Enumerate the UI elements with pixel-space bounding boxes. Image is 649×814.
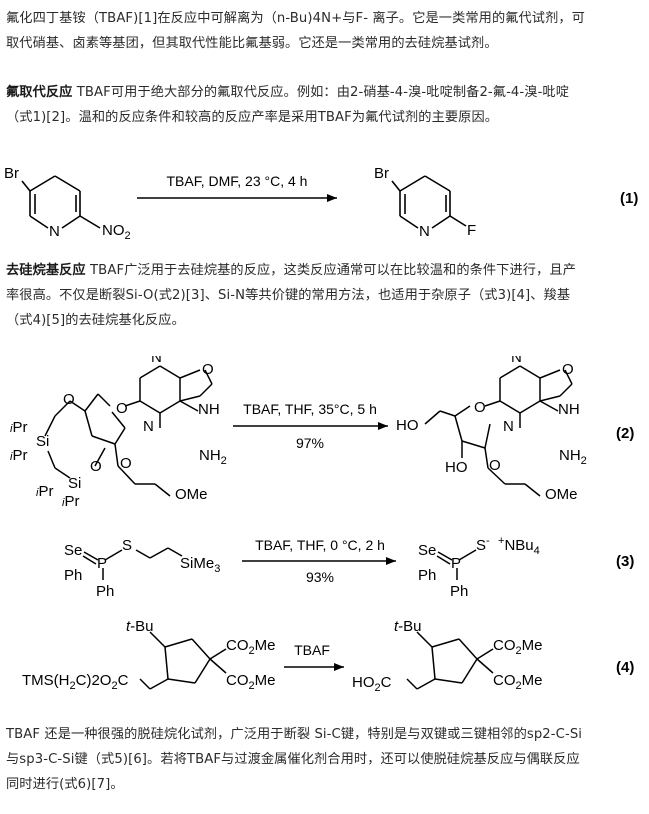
si-upper-label: Si	[36, 433, 49, 450]
bromine-label: Br	[4, 165, 19, 182]
eq2-arrowhead	[378, 422, 388, 430]
reaction-scheme-2: N N NH NH2 O O O O O Si Si iPr iPr iPr i…	[10, 356, 634, 510]
product-ph-1-label: Ph	[418, 567, 436, 584]
amino-label: NH2	[199, 447, 227, 467]
product-phosphorus-label: P	[451, 555, 461, 572]
trimethylsilyl-label: SiMe3	[180, 555, 220, 575]
eq3-number: (3)	[616, 553, 634, 570]
product-n7-label: N	[511, 356, 522, 366]
reactant-phosphinodithioate	[82, 547, 183, 580]
carbonyl-o-label: O	[202, 361, 214, 378]
intro-line-1: 氟化四丁基铵（TBAF)[1]在反应中可解离为（n-Bu)4N+与F- 离子。它…	[6, 11, 585, 26]
product-free-nucleoside	[424, 365, 573, 497]
eq2-yield: 97%	[296, 435, 324, 451]
tetrabutylammonium-label: +NBu4	[498, 535, 540, 557]
desilylation-line-2: 率很高。不仅是断裂Si-O(式2)[3]、Si-N等共价键的常用方法，也适用于杂…	[6, 288, 571, 303]
product-2-fluoro-5-bromopyridine	[391, 175, 467, 229]
product-amino-label: NH2	[559, 447, 587, 467]
product-ho5-label: HO	[396, 417, 419, 434]
o2-label: O	[120, 455, 132, 472]
tms-ester-label: TMS(H2C)2O2C	[22, 672, 129, 692]
eq1-conditions: TBAF, DMF, 23 °C, 4 h	[167, 173, 308, 189]
ipr-2-label: iPr	[10, 447, 27, 464]
fluorination-line-2: （式1)[2]。温和的反应条件和较高的反应产率是采用TBAF为氟代试剂的主要原因…	[6, 110, 499, 125]
ipr-4-label: iPr	[62, 493, 79, 510]
fluorination-line-1-text: TBAF可用于绝大部分的氟取代反应。例如：由2-硝基-4-溴-吡啶制备2-氟-4…	[72, 85, 570, 100]
product-bromine-label: Br	[374, 165, 389, 182]
n1-label: NH	[198, 401, 220, 418]
eq4-arrowhead	[334, 663, 344, 671]
product-methoxy-label: OMe	[545, 486, 578, 503]
product-tbu-label: t-Bu	[394, 618, 422, 635]
methoxy-label: OMe	[175, 486, 208, 503]
product-selenium-label: Se	[418, 542, 436, 559]
closing-line-1: TBAF 还是一种很强的脱硅烷化试剂，广泛用于断裂 Si-C键，特别是与双键或三…	[6, 727, 583, 742]
product-ester-1-label: CO2Me	[493, 637, 542, 657]
carboxylic-acid-label: HO2C	[352, 674, 392, 694]
tbu-label: t-Bu	[126, 618, 154, 635]
reaction-scheme-3: Se P S Ph Ph SiMe3 TBAF, THF, 0 °C, 2 h …	[64, 535, 634, 600]
product-carbonyl-o-label: O	[562, 361, 574, 378]
reactant-tms-ester-cyclopentane	[139, 631, 227, 690]
si-lower-label: Si	[68, 475, 81, 492]
fluorination-line-1: 氟取代反应 TBAF可用于绝大部分的氟取代反应。例如：由2-硝基-4-溴-吡啶制…	[6, 80, 642, 105]
product-ph-2-label: Ph	[450, 583, 468, 600]
sulfur-label: S	[122, 537, 132, 554]
ph-2-label: Ph	[96, 583, 114, 600]
product-n1-label: NH	[558, 401, 580, 418]
product-ester-2-label: CO2Me	[493, 672, 542, 692]
nitrogen-label: N	[49, 223, 60, 240]
eq2-conditions: TBAF, THF, 35°C, 5 h	[243, 401, 377, 417]
n9-label: N	[143, 418, 154, 435]
eq4-number: (4)	[616, 659, 634, 676]
desilylation-paragraph: 去硅烷基反应 TBAF广泛用于去硅烷基的反应，这类反应通常可以在比较温和的条件下…	[6, 258, 642, 333]
eq4-conditions: TBAF	[294, 642, 330, 658]
product-nitrogen-label: N	[419, 223, 430, 240]
desilylation-line-1-text: TBAF广泛用于去硅烷基的反应，这类反应通常可以在比较温和的条件下进行，且产	[85, 263, 576, 278]
intro-paragraph: 氟化四丁基铵（TBAF)[1]在反应中可解离为（n-Bu)4N+与F- 离子。它…	[6, 6, 642, 56]
product-ammonium-salt	[436, 549, 477, 580]
fluorination-heading: 氟取代反应	[6, 85, 73, 100]
ring-o-label: O	[116, 400, 128, 417]
o5-label: O	[63, 391, 75, 408]
eq1-number: (1)	[620, 190, 638, 207]
desilylation-line-1: 去硅烷基反应 TBAF广泛用于去硅烷基的反应，这类反应通常可以在比较温和的条件下…	[6, 258, 642, 283]
reactant-2-nitro-5-bromopyridine	[21, 175, 101, 229]
intro-line-2: 取代硝基、卤素等基团，但其取代性能比氟基弱。它还是一类常用的去硅烷基试剂。	[6, 36, 498, 51]
product-carboxylic-acid-cyclopentane	[406, 631, 494, 690]
ester-2-label: CO2Me	[226, 672, 275, 692]
product-sulfide-label: S-	[476, 535, 490, 554]
ipr-1-label: iPr	[10, 419, 27, 436]
closing-line-3: 同时进行(式6)[7]。	[6, 777, 124, 792]
reactant-silyl-protected-nucleoside	[44, 365, 213, 497]
n7-label: N	[151, 356, 162, 366]
o3-label: O	[90, 458, 102, 475]
desilylation-line-3: （式4)[5]的去硅烷基化反应。	[6, 313, 185, 328]
nitro-label: NO2	[102, 222, 131, 242]
product-ho3-label: HO	[445, 459, 468, 476]
fluorination-paragraph: 氟取代反应 TBAF可用于绝大部分的氟取代反应。例如：由2-硝基-4-溴-吡啶制…	[6, 80, 642, 130]
phosphorus-label: P	[97, 555, 107, 572]
ester-1-label: CO2Me	[226, 637, 275, 657]
closing-paragraph: TBAF 还是一种很强的脱硅烷化试剂，广泛用于断裂 Si-C键，特别是与双键或三…	[6, 722, 642, 797]
selenium-label: Se	[64, 542, 82, 559]
eq3-arrowhead	[386, 557, 396, 565]
ipr-3-label: iPr	[36, 483, 53, 500]
eq2-number: (2)	[616, 425, 634, 442]
reaction-scheme-4: t-Bu CO2Me CO2Me TMS(H2C)2O2C TBAF t-Bu …	[22, 618, 634, 694]
fluorine-label: F	[467, 222, 476, 239]
product-n9-label: N	[503, 418, 514, 435]
product-o2-label: O	[489, 457, 501, 474]
product-ring-o-label: O	[474, 399, 486, 416]
ph-1-label: Ph	[64, 567, 82, 584]
eq1-arrowhead	[327, 194, 337, 202]
eq3-conditions: TBAF, THF, 0 °C, 2 h	[255, 537, 385, 553]
reaction-scheme-1: Br N NO2 TBAF, DMF, 23 °C, 4 h Br N F (1…	[4, 165, 638, 242]
eq3-yield: 93%	[306, 569, 334, 585]
desilylation-heading: 去硅烷基反应	[6, 263, 86, 278]
closing-line-2: 与sp3-C-Si键（式5)[6]。若将TBAF与过渡金属催化剂合用时，还可以使…	[6, 752, 580, 767]
